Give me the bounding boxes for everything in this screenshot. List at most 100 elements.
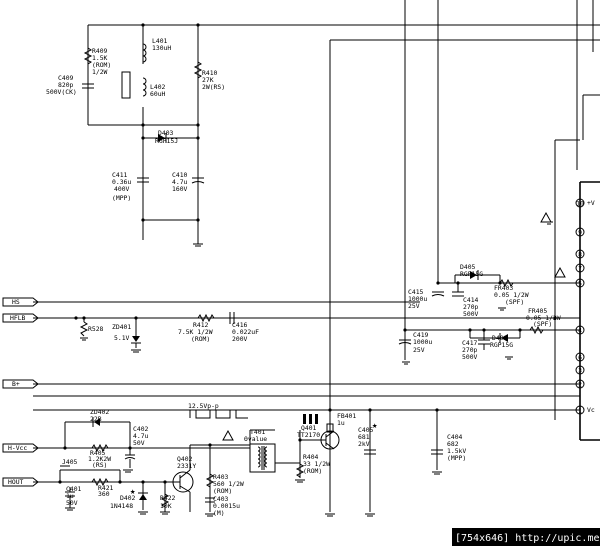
c416-voltage: 200V: [232, 335, 248, 343]
r403-symbol: [205, 473, 215, 488]
c403-ref: C403: [213, 495, 229, 503]
fr403-symbol: [499, 278, 514, 288]
d403-symbol: [158, 133, 167, 143]
r404-ref: R404: [303, 453, 319, 461]
c405-symbol: [364, 449, 376, 455]
r405-ref: R405: [90, 449, 106, 457]
star-markers: ★ ★: [130, 421, 378, 497]
component-labels: C409 820p 500V(CK) R409 1.5K (ROM) 1/2W …: [46, 37, 561, 517]
c402-voltage: 50V: [133, 439, 145, 447]
signal-label-hflb: HFLB: [10, 314, 26, 322]
l402-ref: L402: [150, 83, 166, 91]
pin-side-label: +V: [587, 199, 595, 207]
c404-type: (MPP): [447, 454, 466, 462]
r410-value: 27K: [202, 76, 214, 84]
q402-type: 2331Y: [177, 462, 196, 470]
c410-value: 4.7u: [172, 178, 188, 186]
c419-value: 1000u: [413, 338, 432, 346]
c414-voltage: 500V: [463, 310, 479, 318]
fr403-type: (SPF): [505, 298, 524, 306]
c402-symbol: [124, 448, 136, 468]
r528-ref: R528: [88, 325, 104, 333]
q402-symbol: [170, 469, 194, 493]
r422-value: 10K: [160, 502, 172, 510]
pin-number: 6: [578, 354, 582, 362]
d405-ref: D405: [460, 263, 476, 271]
zd402-ref: ZD402: [90, 408, 109, 416]
c409-rating: 500V(CK): [46, 88, 77, 96]
c417-value: 270p: [462, 346, 478, 354]
r405-symbol: [91, 443, 109, 453]
c416-value: 0.022uF: [232, 328, 259, 336]
fb401-symbol: [326, 423, 334, 433]
c409-symbol: [82, 83, 94, 89]
l401-symbol: [142, 43, 147, 63]
c401-symbol: [65, 487, 75, 508]
r412-ref: R412: [193, 321, 209, 329]
c416-ref: C416: [232, 321, 248, 329]
r409-symbol: [83, 47, 93, 65]
d403-ref: D403: [158, 129, 174, 137]
svg-text:★: ★: [372, 421, 378, 431]
q402-ref: Q402: [177, 455, 193, 463]
pin-number: 10: [576, 200, 584, 208]
t401-value: Θvalue: [244, 435, 267, 443]
r409-ref: R409: [92, 47, 108, 55]
fr403-value: 0.05 1/2W: [494, 291, 529, 299]
r404-type: (ROM): [303, 467, 322, 475]
d406-type: RGP15G: [490, 341, 513, 349]
c419-symbol: [398, 339, 412, 345]
c404-voltage: 1.5kV: [447, 447, 466, 455]
wiring: [33, 0, 600, 512]
c403-value: 0.0015u: [213, 502, 240, 510]
c410-ref: C410: [172, 171, 188, 179]
junction-dots: [58, 23, 557, 484]
signal-label-hout: HOUT: [8, 478, 24, 486]
c410-voltage: 160V: [172, 185, 188, 193]
r412-value: 7.5K 1/2W: [178, 328, 213, 336]
c405-voltage: 2kV: [358, 440, 370, 448]
r410-rating: 2W(RS): [202, 83, 225, 91]
signal-arrow-hflb: HFLB: [2, 313, 39, 323]
r403-value: 560 1/2W: [213, 480, 244, 488]
pin-number: 5: [578, 280, 582, 288]
c416-symbol: [229, 312, 235, 324]
r412-type: (ROM): [191, 335, 210, 343]
r421-ref: R421: [98, 484, 114, 492]
l401-value: 130uH: [152, 44, 171, 52]
r405-type: (RS): [92, 461, 107, 469]
c415-voltage: 25V: [408, 302, 420, 310]
r412-symbol: [197, 313, 215, 323]
r528-symbol: [79, 318, 89, 337]
fb401-ref: FB401: [337, 412, 356, 420]
fr403-ref: FR403: [494, 284, 513, 292]
zd401-ref: ZD401: [112, 323, 131, 331]
c404-symbol: [431, 449, 443, 455]
fr405-type: (SPF): [533, 320, 552, 328]
watermark: [754x646] http://upic.me/: [452, 528, 600, 546]
signal-arrow-hout: HOUT: [2, 477, 39, 487]
zd401-symbol: [131, 318, 141, 348]
fr405-value: 0.05 1/2W: [526, 314, 561, 322]
pin-number: 4: [578, 327, 582, 335]
fr405-ref: FR405: [528, 307, 547, 315]
c415-symbol: [431, 291, 445, 297]
pin-number: 2: [578, 381, 582, 389]
zd402-value: 22B: [90, 415, 102, 423]
c415-value: 1000u: [408, 295, 427, 303]
c409-ref: C409: [58, 74, 74, 82]
c417-ref: C417: [462, 339, 478, 347]
zd402-symbol: [92, 417, 100, 427]
r404-symbol: [295, 463, 305, 478]
j405-ref: J405: [62, 458, 78, 466]
c403-symbol: [205, 497, 215, 503]
c402-ref: C402: [133, 425, 149, 433]
zd401-value: 5.1V: [114, 334, 130, 342]
l402-symbol: [121, 71, 147, 99]
vpp-waveform: [189, 409, 248, 419]
c417-symbol: [478, 330, 490, 350]
c401-voltage: 50V: [66, 499, 78, 507]
d406-ref: D406: [492, 334, 508, 342]
